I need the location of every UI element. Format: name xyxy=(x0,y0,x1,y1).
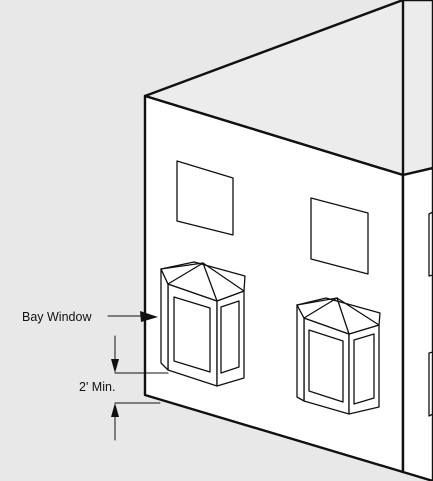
min-height-dimension xyxy=(111,335,169,441)
bay-window-left-front-pane xyxy=(173,296,211,373)
bay-window-left-roof-ridge xyxy=(202,262,245,292)
building xyxy=(143,0,433,481)
dimension-arrow-up-icon xyxy=(111,403,119,417)
bay-window-right xyxy=(296,297,381,415)
bay-window-right-roof-ridge xyxy=(303,297,338,319)
bay-window-arrow-icon xyxy=(140,311,158,322)
bay-window-callout xyxy=(107,311,158,322)
bay-window-left-side-pane xyxy=(220,300,240,374)
bay-window-right-side-pane xyxy=(353,333,375,405)
bay-window-right-front-pane xyxy=(308,329,344,403)
bay-window-right-roof-ridge xyxy=(336,297,350,335)
bay-window-right-left-face xyxy=(296,304,305,402)
bay-window-right-roof-ridge xyxy=(336,297,380,326)
dimension-arrow-down-icon xyxy=(111,359,119,373)
side-window-lower xyxy=(428,351,433,417)
bay-window-left xyxy=(160,261,246,387)
bay-window-left-roof-ridge xyxy=(160,262,204,270)
upper-window-right xyxy=(310,197,369,275)
bay-window-left-left-face xyxy=(160,268,169,371)
side-window-upper xyxy=(428,211,433,277)
bay-window-right-roof-ridge xyxy=(296,297,338,306)
upper-window-left xyxy=(176,160,234,236)
bay-window-label: Bay Window xyxy=(22,310,92,324)
bay-window-left-roof-ridge xyxy=(167,262,204,285)
side-wall xyxy=(401,166,433,481)
bay-window-left-roof-ridge xyxy=(202,262,218,302)
bay-window-right-front-face xyxy=(303,317,350,415)
min-height-label: 2' Min. xyxy=(79,380,115,394)
